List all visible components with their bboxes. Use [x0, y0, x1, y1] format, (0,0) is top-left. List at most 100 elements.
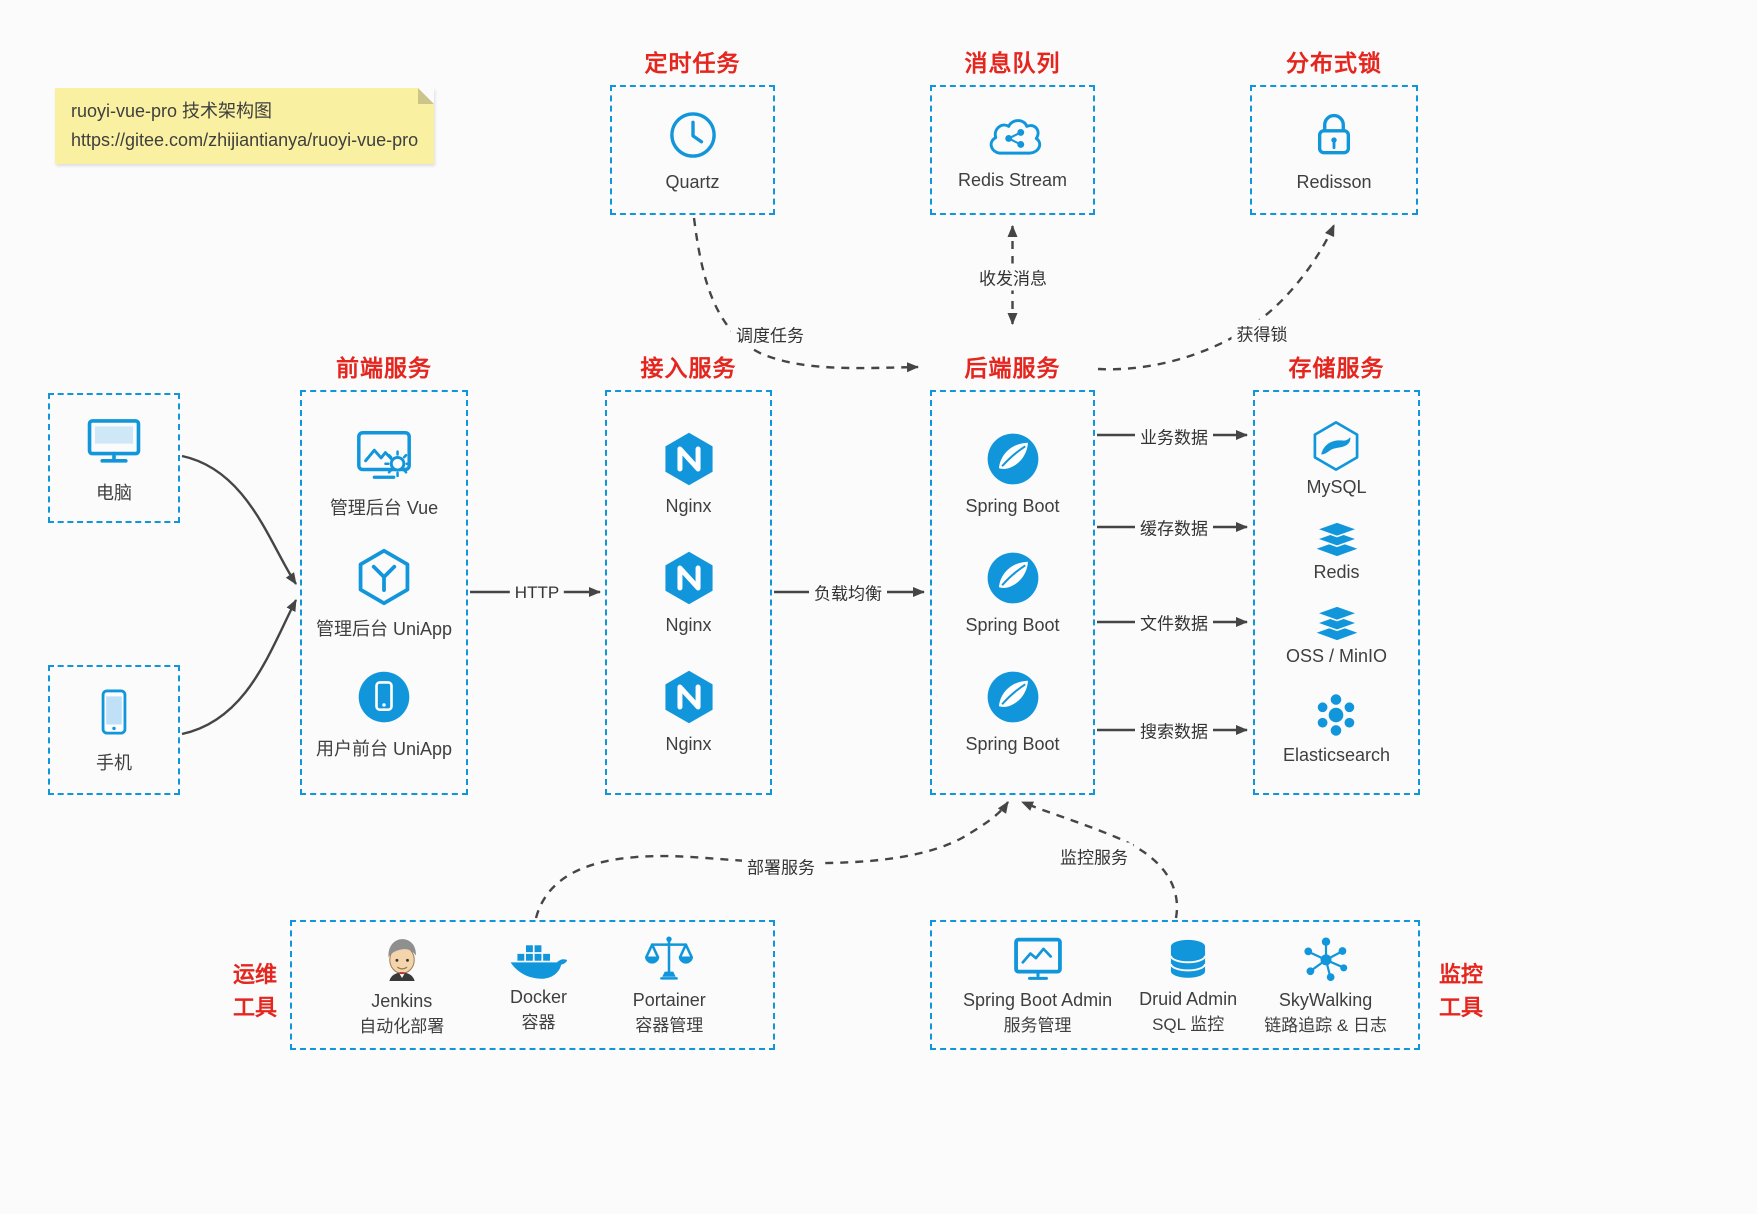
nginx-icon: [664, 551, 713, 605]
monitor-tools-title: 监控 工具: [1430, 958, 1492, 1024]
ops-title-line2: 工具: [232, 995, 277, 1020]
node-label: Nginx: [665, 734, 712, 754]
note-title: ruoyi-vue-pro 技术架构图: [71, 101, 273, 121]
oss-stack-icon: [1313, 605, 1360, 641]
node-label: 管理后台 Vue: [329, 498, 439, 519]
distributed-lock-title: 分布式锁: [1286, 50, 1382, 76]
frontend-services-title: 前端服务: [336, 355, 432, 381]
pc-client-box: 电脑: [48, 393, 180, 523]
node-sublabel: 容器管理: [635, 1016, 704, 1036]
edge-label-file-data: 文件数据: [1135, 608, 1213, 636]
node-label: Redis: [1313, 561, 1360, 582]
node-label: Druid Admin: [1139, 989, 1238, 1010]
node-label: Redisson: [1296, 171, 1372, 192]
mysql-node: MySQL: [1306, 419, 1367, 498]
elasticsearch-node: Elasticsearch: [1283, 689, 1390, 766]
database-icon: [1170, 939, 1207, 978]
node-label: Elasticsearch: [1282, 744, 1391, 765]
nginx-node: Nginx: [660, 549, 718, 636]
phone-client-box: 手机: [48, 665, 180, 795]
spring-boot-icon: [987, 671, 1038, 723]
spring-boot-node: Spring Boot: [965, 549, 1060, 636]
node-label: 用户前台 UniApp: [315, 738, 453, 759]
backend-services-title: 后端服务: [964, 355, 1061, 381]
admin-window-gear-icon: [357, 431, 411, 480]
redisson-box: Redisson: [1250, 85, 1418, 215]
scale-icon: [645, 936, 694, 980]
sticky-note: ruoyi-vue-pro 技术架构图 https://gitee.com/zh…: [55, 88, 435, 164]
edge-pc-to-frontend: [181, 454, 297, 585]
oss-minio-node: OSS / MinIO: [1286, 604, 1387, 667]
storage-services-title: 存储服务: [1288, 355, 1385, 381]
vue-admin-node: 管理后台 Vue: [330, 424, 438, 520]
monitor-tools-box: Spring Boot Admin 服务管理 Druid Admin SQL 监…: [930, 920, 1420, 1050]
node-label: Nginx: [665, 496, 712, 516]
frontend-services-box: 管理后台 Vue 管理后台 UniApp 用户前台 UniApp: [300, 390, 468, 795]
lock-icon: [1317, 113, 1351, 154]
storage-services-box: MySQL Redis OSS / MinIO: [1253, 390, 1420, 795]
topology-graph-icon: [1303, 937, 1347, 982]
skywalking-node: SkyWalking 链路追踪 & 日志: [1264, 932, 1387, 1038]
edge-label-schedule: 调度任务: [731, 320, 809, 348]
nginx-node: Nginx: [660, 430, 718, 517]
edge-monitor-service: [1021, 800, 1179, 919]
ops-title-line1: 运维: [232, 962, 277, 987]
redis-stack-icon: [1313, 520, 1360, 556]
edge-phone-to-frontend: [181, 599, 298, 736]
node-label: Portainer: [632, 990, 706, 1011]
elasticsearch-icon: [1318, 693, 1355, 736]
docker-node: Docker 容器: [507, 935, 569, 1035]
hexagon-y-icon: [358, 548, 410, 605]
node-sublabel: 容器: [521, 1013, 556, 1033]
edge-label-business-data: 业务数据: [1135, 422, 1213, 450]
spring-boot-admin-node: Spring Boot Admin 服务管理: [963, 932, 1112, 1038]
node-label: SkyWalking: [1278, 990, 1373, 1011]
edge-deploy-service: [534, 801, 1009, 919]
gateway-services-title: 接入服务: [640, 355, 737, 381]
edge-label-get-lock: 获得锁: [1231, 319, 1293, 347]
node-sublabel: 服务管理: [1003, 1016, 1072, 1036]
edge-label-load-balance: 负载均衡: [809, 578, 887, 606]
gateway-services-box: Nginx Nginx Nginx: [605, 390, 772, 795]
mysql-icon: [1314, 421, 1359, 472]
node-sublabel: SQL 监控: [1152, 1015, 1225, 1035]
druid-admin-node: Druid Admin SQL 监控: [1139, 933, 1237, 1037]
node-label: Spring Boot Admin: [963, 990, 1113, 1011]
edge-get-lock: [1097, 224, 1336, 371]
redis-node: Redis: [1311, 520, 1363, 583]
monitor-title-line2: 工具: [1438, 995, 1483, 1020]
monitor-chart-icon: [1013, 937, 1062, 980]
uniapp-user-node: 用户前台 UniApp: [316, 667, 452, 761]
spring-boot-icon: [987, 433, 1038, 485]
spring-boot-node: Spring Boot: [965, 430, 1060, 517]
computer-icon: [87, 419, 141, 463]
jenkins-icon: [388, 939, 416, 981]
node-label: 管理后台 UniApp: [315, 618, 453, 639]
node-label: Redis Stream: [957, 169, 1068, 190]
spring-boot-node: Spring Boot: [965, 668, 1060, 755]
node-label: OSS / MinIO: [1285, 646, 1388, 667]
nginx-icon: [664, 432, 713, 486]
edge-label-message: 收发消息: [974, 263, 1052, 291]
clock-icon: [669, 111, 716, 158]
portainer-node: Portainer 容器管理: [633, 932, 706, 1038]
docker-icon: [511, 945, 568, 979]
node-label: Docker: [509, 987, 567, 1008]
edge-label-search-data: 搜索数据: [1135, 716, 1213, 744]
node-label: Quartz: [665, 171, 720, 192]
edge-label-cache-data: 缓存数据: [1135, 513, 1213, 541]
nginx-icon: [664, 670, 713, 724]
nginx-node: Nginx: [660, 668, 718, 755]
note-url: https://gitee.com/zhijiantianya/ruoyi-vu…: [71, 129, 419, 150]
node-label: MySQL: [1306, 477, 1367, 498]
smartphone-icon: [101, 689, 127, 735]
node-sublabel: 自动化部署: [359, 1017, 445, 1037]
edge-label-deploy: 部署服务: [742, 852, 820, 880]
node-label: Nginx: [665, 615, 712, 635]
edge-label-monitor: 监控服务: [1055, 842, 1133, 870]
node-label: 手机: [96, 753, 132, 773]
spring-boot-icon: [987, 552, 1038, 604]
node-label: Spring Boot: [965, 734, 1060, 754]
